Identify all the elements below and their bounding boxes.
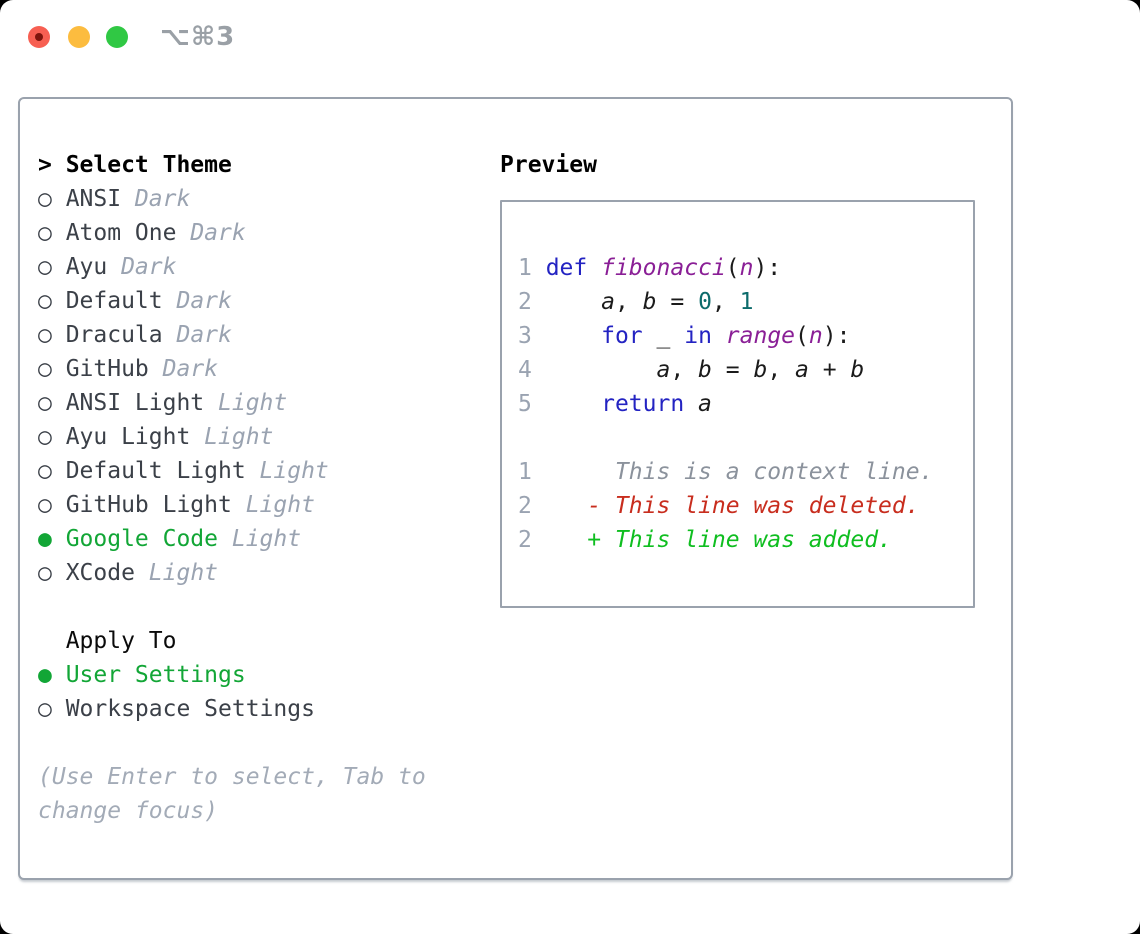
select-theme-title: Select Theme (65, 152, 232, 178)
apply-to-header: Apply To (65, 628, 177, 654)
code-line-4: 4 a, b = b, a + b (518, 357, 865, 383)
radio-selected-icon: ● (38, 526, 52, 552)
code-line-3: 3 for _ in range(n): (518, 323, 851, 349)
code-line-2: 2 a, b = 0, 1 (518, 289, 754, 315)
apply-option-workspace-settings[interactable]: ○Workspace Settings (38, 692, 426, 726)
radio-icon: ○ (38, 356, 52, 382)
window-shortcut-label: ⌥⌘3 (160, 22, 236, 52)
preview-column: Preview 1 def fibonacci(n): 2 a, b = 0, 1… (500, 148, 975, 608)
radio-icon: ○ (38, 220, 52, 246)
keyboard-hint-line-2: change focus) (38, 798, 219, 824)
radio-icon: ○ (38, 492, 52, 518)
radio-icon: ○ (38, 322, 52, 348)
keyboard-hint-line-1: (Use Enter to select, Tab to (38, 764, 426, 790)
radio-selected-icon: ● (38, 662, 52, 688)
radio-icon: ○ (38, 390, 52, 416)
radio-icon: ○ (38, 696, 52, 722)
radio-icon: ○ (38, 186, 52, 212)
radio-icon: ○ (38, 458, 52, 484)
code-line-1: 1 def fibonacci(n): (518, 255, 782, 281)
spacer (38, 726, 426, 760)
close-button[interactable] (28, 26, 50, 48)
preview-box: 1 def fibonacci(n): 2 a, b = 0, 1 3 for _ … (500, 200, 975, 608)
select-theme-header: > Select Theme (38, 148, 426, 182)
spacer (38, 590, 426, 624)
preview-title: Preview (500, 152, 597, 178)
diff-context-line: 1 This is a context line. (518, 459, 934, 485)
minimize-button[interactable] (68, 26, 90, 48)
radio-icon: ○ (38, 424, 52, 450)
diff-deleted-line: 2 - This line was deleted. (518, 493, 920, 519)
focus-caret-icon: > (38, 152, 52, 178)
apply-option-user-settings[interactable]: ●User Settings (38, 658, 426, 692)
radio-icon: ○ (38, 288, 52, 314)
preview-code: 1 def fibonacci(n): 2 a, b = 0, 1 3 for _ … (518, 251, 973, 557)
blank-line (518, 421, 973, 455)
radio-icon: ○ (38, 254, 52, 280)
close-button-dot-icon (35, 33, 43, 41)
radio-icon: ○ (38, 560, 52, 586)
titlebar: ⌥⌘3 (0, 0, 1140, 97)
zoom-button[interactable] (106, 26, 128, 48)
code-line-5: 5 return a (518, 391, 712, 417)
diff-added-line: 2 + This line was added. (518, 527, 892, 553)
